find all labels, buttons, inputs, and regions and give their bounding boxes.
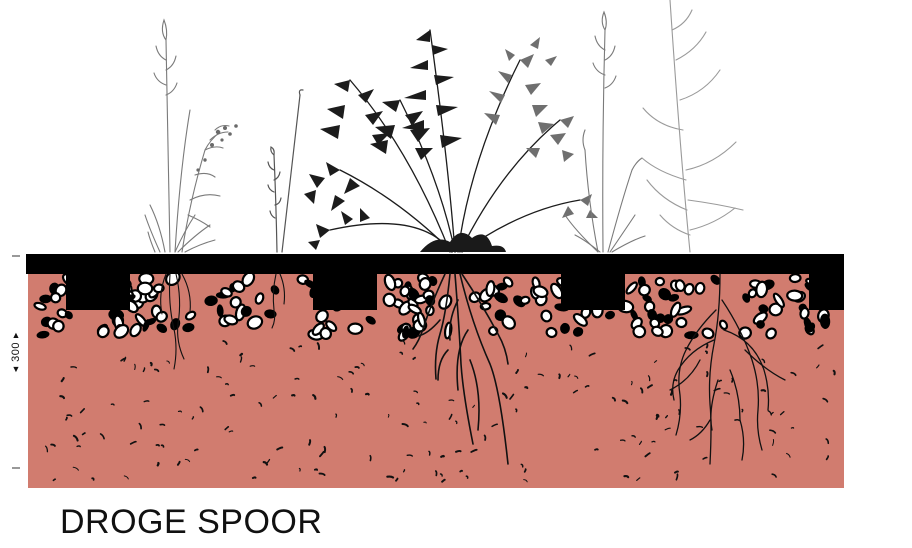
diagram-caption: DROGE SPOOR [60, 503, 322, 542]
soil-speck [315, 469, 317, 470]
soil-speck [250, 366, 254, 367]
soil-speck [158, 463, 159, 465]
soil-speck [791, 428, 793, 429]
soil-speck [195, 449, 198, 450]
soil-speck [325, 447, 326, 452]
plants [145, 0, 743, 252]
soil-speck [456, 451, 461, 452]
soil-speck [295, 379, 299, 380]
soil-speck [240, 354, 242, 355]
soil-speck [624, 476, 628, 477]
soil-speck [559, 374, 560, 378]
soil-speck [657, 416, 658, 419]
soil-speck [652, 441, 655, 442]
soil-speck [707, 372, 708, 376]
depth-scale: ▲ 300 ▼ [6, 330, 26, 410]
soil-speck [355, 367, 359, 368]
track-block-1 [66, 270, 130, 310]
grass-plant-right [565, 12, 645, 252]
gravel-stone [486, 281, 496, 297]
soil-speck [309, 440, 310, 445]
soil-speck [144, 401, 149, 402]
track-top-slab [26, 254, 844, 274]
gravel-stone [799, 307, 809, 319]
soil-speck [292, 395, 294, 396]
grass-stalk-small [268, 90, 303, 252]
gravel-stone [787, 290, 803, 301]
soil-speck [732, 378, 733, 382]
gravel-stone [756, 281, 768, 298]
gravel-stone [695, 282, 706, 294]
gravel-stone [790, 274, 801, 282]
soil-speck [388, 415, 389, 418]
soil-speck [413, 358, 415, 359]
track-block-3 [561, 270, 625, 310]
soil-speck [231, 395, 234, 396]
gravel-stone [348, 323, 362, 333]
soil-speck [441, 456, 444, 457]
gravel-stone [676, 318, 686, 328]
soil-speck [707, 344, 708, 347]
scale-arrow-up: ▲ [12, 330, 21, 340]
soil-speck [525, 387, 527, 388]
soil-speck [742, 410, 743, 412]
track-block-4 [809, 270, 844, 310]
soil-speck [516, 409, 517, 411]
soil-speck [351, 389, 352, 392]
soil-speck [485, 436, 486, 441]
track-block-2 [313, 270, 377, 310]
grass-seedheads-left [196, 124, 237, 171]
soil-speck [735, 420, 739, 421]
soil-speck [370, 456, 371, 461]
soil-speck [697, 427, 703, 428]
soil-speck [525, 469, 526, 472]
scale-arrow-down: ▼ [12, 364, 21, 374]
soil-speck [299, 346, 301, 347]
soil-speck [366, 394, 369, 395]
gravel-stone [138, 283, 153, 295]
soil-speck [460, 471, 462, 472]
soil-speck [675, 471, 678, 472]
soil-speck [67, 415, 71, 416]
soil-speck [429, 451, 430, 455]
soil-speck [77, 446, 80, 447]
soil-speck [436, 471, 437, 475]
soil-speck [226, 384, 229, 385]
soil-speck [762, 390, 766, 391]
soil-speck [135, 364, 136, 369]
soil-speck [336, 414, 337, 417]
gravel-stone [656, 278, 664, 285]
soil-speck [151, 363, 152, 365]
soil-speck [671, 391, 672, 395]
soil-speck [679, 410, 680, 414]
soil-speck [632, 381, 633, 384]
soil-speck [66, 418, 67, 420]
fern-fronds [304, 30, 462, 250]
soil-speck [253, 477, 256, 478]
gravel-stone [520, 296, 530, 305]
soil-speck [387, 477, 393, 478]
soil-speck [156, 445, 159, 446]
soil-speck [208, 367, 209, 372]
soil-speck [595, 449, 598, 450]
fern-fronds-light [484, 37, 598, 218]
grass-plant-left [145, 20, 229, 252]
tall-herb-right [642, 0, 743, 252]
soil-speck [834, 371, 835, 375]
soil-speck [160, 424, 164, 425]
scale-value: 300 [10, 342, 22, 362]
